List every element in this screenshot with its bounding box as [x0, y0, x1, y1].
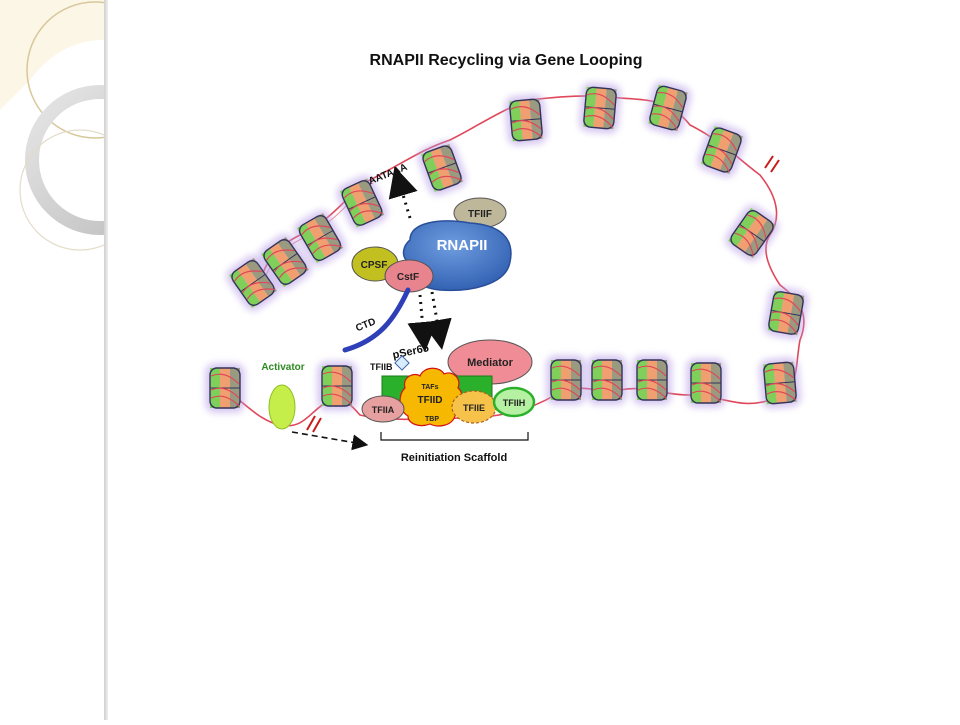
nucleosome-group — [205, 80, 809, 413]
tfiia-label: TFIIA — [372, 405, 395, 415]
activator-dashed-arrow — [291, 431, 369, 451]
activator-label: Activator — [261, 362, 304, 373]
scaffold-label: Reinitiation Scaffold — [401, 452, 507, 464]
dna-break-mark-loop — [764, 155, 780, 173]
tafs-label: TAFs — [422, 384, 439, 391]
diagram-title: RNAPII Recycling via Gene Looping — [370, 52, 643, 69]
aataaa-label: AATAAA — [367, 162, 409, 187]
ctd-tail — [342, 287, 411, 353]
tfiia-ellipse — [361, 395, 405, 423]
tfiid-label: TFIID — [418, 395, 443, 406]
pser65-diamond-icon — [394, 355, 410, 371]
nucleosome — [763, 286, 809, 340]
tfiib-label: TFIIB — [370, 362, 393, 372]
activator-ellipse — [268, 384, 296, 430]
pser65-label: pSer65 — [392, 342, 430, 361]
nucleosome — [644, 80, 692, 136]
nucleosome — [632, 355, 672, 405]
nucleosome — [697, 122, 747, 178]
nucleosome — [587, 355, 627, 405]
tfiih-label: TFIIH — [503, 398, 526, 408]
tfiih-ellipse — [492, 386, 536, 418]
dotted-arrow-aataaa — [388, 166, 418, 219]
mediator-label: Mediator — [467, 357, 514, 369]
nucleosome — [336, 175, 388, 231]
scaffold-bracket — [380, 432, 529, 441]
nucleosome — [686, 358, 726, 408]
nucleosome — [417, 140, 467, 196]
cstf-label: CstF — [397, 272, 419, 283]
nucleosome — [205, 363, 245, 413]
nucleosome — [758, 357, 802, 409]
dotted-arrow-down-1 — [407, 294, 438, 352]
nucleosome — [317, 361, 357, 411]
slide-left-decoration — [0, 0, 175, 720]
tfiif-label: TFIIF — [468, 209, 492, 220]
ctd-label: CTD — [354, 316, 377, 334]
nucleosome — [258, 233, 312, 291]
slide-divider-line — [104, 0, 108, 720]
cpsf-label: CPSF — [361, 260, 388, 271]
nucleosome — [293, 210, 347, 266]
tbp-label: TBP — [425, 416, 439, 423]
dotted-arrow-down-2 — [422, 291, 452, 350]
nucleosome — [504, 94, 548, 146]
nucleosome — [578, 82, 622, 134]
nucleosome — [546, 355, 586, 405]
rnapii-label: RNAPII — [437, 237, 488, 254]
nucleosome — [725, 204, 779, 262]
tfiie-label: TFIIE — [463, 403, 485, 413]
dna-break-mark-promoter — [306, 415, 322, 433]
